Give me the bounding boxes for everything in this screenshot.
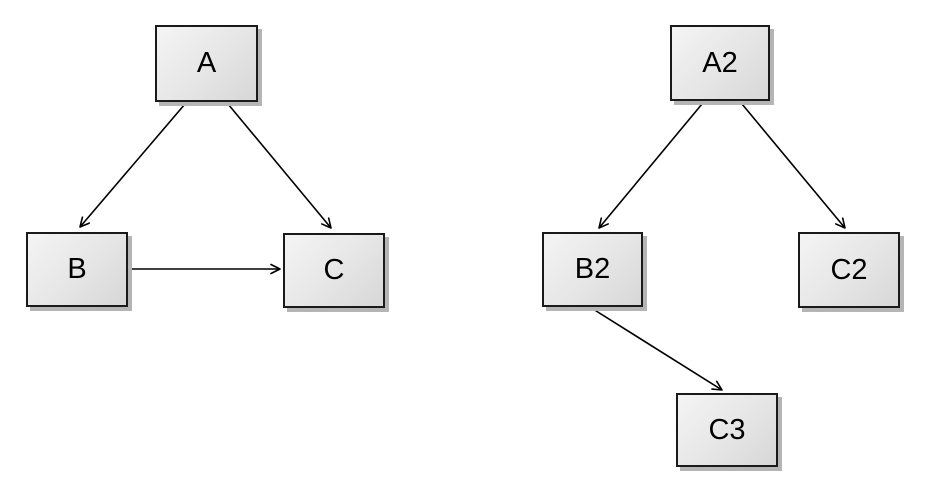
node-A: A bbox=[155, 25, 258, 102]
node-label-C2: C2 bbox=[830, 253, 868, 286]
node-B: B bbox=[26, 232, 128, 307]
node-B2: B2 bbox=[542, 232, 643, 307]
edge-A2-B2 bbox=[598, 103, 703, 229]
node-label-C: C bbox=[323, 254, 345, 286]
node-label-B2: B2 bbox=[574, 253, 611, 285]
node-label-B: B bbox=[67, 253, 87, 285]
edge-A-C bbox=[227, 103, 332, 229]
node-label-C3: C3 bbox=[708, 413, 746, 446]
edge-B2-C3 bbox=[592, 308, 723, 391]
node-label-A: A bbox=[196, 47, 217, 79]
edge-A2-C2 bbox=[741, 103, 846, 229]
node-label-A2: A2 bbox=[702, 46, 738, 79]
edge-A-B bbox=[79, 103, 186, 228]
node-A2: A2 bbox=[670, 25, 770, 101]
node-C2: C2 bbox=[798, 232, 900, 308]
node-C3: C3 bbox=[676, 393, 778, 467]
node-C: C bbox=[283, 233, 385, 308]
